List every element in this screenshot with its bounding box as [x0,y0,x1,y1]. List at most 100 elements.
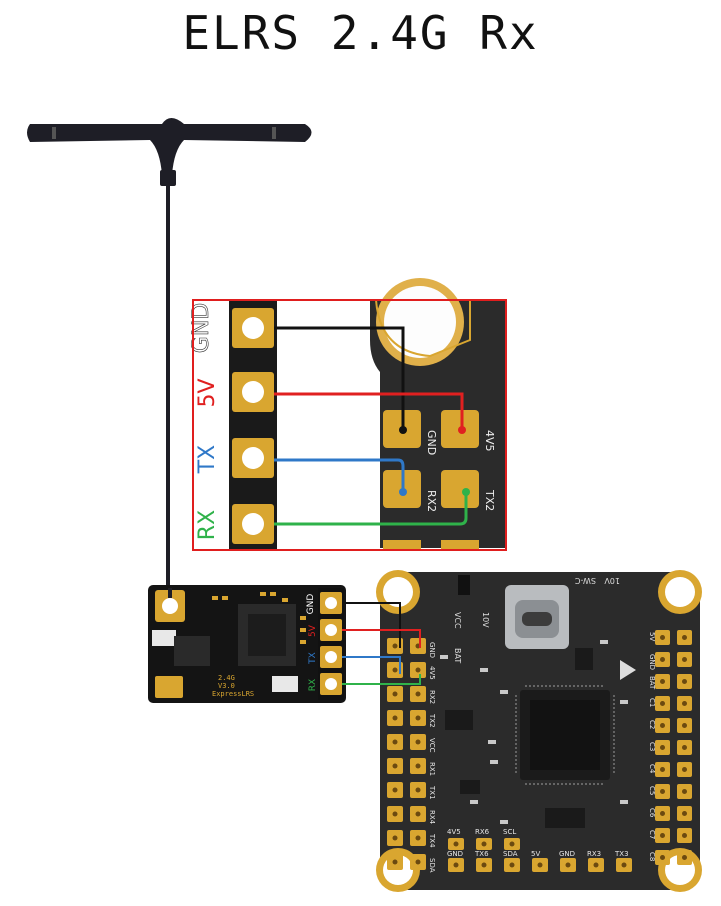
fc-bottom-pad-label-3: 5V [531,850,540,858]
receiver-silk-brand: ExpressLRS [212,690,254,698]
fc-left-pad-a-3-hole [392,715,398,721]
fc-right-pad-label-1: GND [648,654,656,670]
fc-right-pad-b-10-hole [682,855,687,860]
fc-left-pad-label-6: TX1 [428,785,436,800]
fc-right-pad-label-10: C8 [648,852,656,861]
fc-left-pad-a-4-hole [392,739,398,745]
fc-left-pad-label-4: VCC [428,738,436,753]
zoom-pad-tx2 [441,470,479,508]
fc-right-pad-b-8-hole [682,811,687,816]
fc-right-pad-label-2: BAT [648,676,656,690]
fc-right-pad-a-5-hole [660,745,665,750]
receiver-pin-label-5v: 5V [308,624,318,637]
fc-label-bat: BAT [453,648,462,663]
fc-left-pad-b-6-hole [415,787,421,793]
receiver-silk-version: V3.0 [218,682,235,690]
zoom-inset: GND 4V5 RX2 TX2 GND 5V TX RX [189,278,507,551]
fc-right-pad-a-1-hole [660,657,665,662]
fc-left-pad-b-8-hole [415,835,421,841]
fc-right-pad-b-0-hole [682,635,687,640]
wire-rx [342,674,421,685]
fc-right-pad-label-7: C5 [648,786,656,795]
zoom-rx-pad-tx [232,438,274,478]
fc-label-10v-left: 10V [481,612,490,628]
zoom-fc-label-rx2: RX2 [425,490,438,512]
fc-bottom-top-pad-label-0: 4V5 [447,828,461,836]
fc-bottom-pad-3-hole [537,862,543,868]
fc-left-pad-a-0-hole [392,643,398,649]
wire-5v [342,629,421,648]
fc-right-pad-b-9-hole [682,833,687,838]
fc-right-pad-b-4-hole [682,723,687,728]
main-wires [342,602,421,685]
fc-right-pad-a-9-hole [660,833,665,838]
fc-left-pad-a-5-hole [392,763,398,769]
fc-left-pad-label-0: GND [428,642,436,658]
fc-label-swc: SW-C [574,576,596,585]
fc-left-pad-b-9-hole [415,859,421,865]
fc-bottom-top-pad-label-2: SCL [503,828,516,836]
fc-right-pad-label-4: C2 [648,720,656,729]
fc-left-pad-label-2: RX2 [428,690,436,704]
wire-gnd [342,602,401,648]
zoom-wire-gnd [274,326,405,430]
fc-right-pad-label-9: C7 [648,830,656,839]
fc-right-pad-label-6: C4 [648,764,656,774]
fc-left-pad-label-7: RX4 [428,810,436,825]
fc-right-pad-b-6-hole [682,767,687,772]
zoom-rx-label-rx: RX [195,510,220,540]
fc-bottom-top-pad-label-1: RX6 [475,828,490,836]
zoom-rx-label-5v: 5V [195,378,220,407]
fc-right-pad-label-8: C6 [648,808,656,818]
fc-bottom-pad-label-1: TX6 [474,850,489,858]
fc-left-pad-b-7-hole [415,811,421,817]
fc-right-pad-label-3: C1 [648,698,656,707]
fc-bottom-pad-0-hole [453,862,459,868]
fc-right-pad-b-5-hole [682,745,687,750]
fc-right-pad-b-7-hole [682,789,687,794]
zoom-fc-label-4v5: 4V5 [483,430,496,452]
fc-right-pad-a-3-hole [660,701,665,706]
fc-right-pad-b-1-hole [682,657,687,662]
fc-bottom-pad-4-hole [565,862,571,868]
antenna [27,118,312,588]
receiver-pin-label-gnd: GND [306,594,316,615]
fc-left-pad-label-8: TX4 [428,833,436,848]
fc-bottom-pad-label-2: SDA [503,850,518,858]
fc-left-pad-b-5-hole [415,763,421,769]
fc-left-pad-b-1-hole [415,667,421,673]
zoom-fc-label-tx2: TX2 [483,489,496,511]
fc-bottom-pad-6-hole [621,862,627,868]
fc-left-pad-a-1-hole [392,667,398,673]
fc-bottom-pad-label-6: TX3 [614,850,629,858]
fc-left-pad-a-8-hole [392,835,398,841]
fc-right-pad-a-4-hole [660,723,665,728]
page-title: ELRS 2.4G Rx [182,6,539,60]
fc-right-pad-b-2-hole [682,679,687,684]
zoom-wire-5v [274,392,464,430]
fc-right-pad-b-3-hole [682,701,687,706]
fc-bottom-pad-label-4: GND [559,850,575,858]
receiver-pin-label-tx: TX [308,652,318,665]
fc-left-pad-a-9-hole [392,859,398,865]
fc-right-pad-a-8-hole [660,811,665,816]
fc-left-pad-label-1: 4V5 [428,666,436,680]
fc-left-pad-a-7-hole [392,811,398,817]
zoom-rx-pad-5v [232,372,274,412]
zoom-rx-pad-gnd [232,308,274,348]
fc-left-pad-label-9: SDA [428,858,436,873]
fc-left-pad-b-4-hole [415,739,421,745]
zoom-wire-tx [274,458,405,492]
fc-right-pad-a-7-hole [660,789,665,794]
fc-right-pad-a-0-hole [660,635,665,640]
receiver-pin-strip [318,588,344,700]
receiver-silk-freq: 2.4G [218,674,235,682]
zoom-rx-label-tx: TX [195,445,220,475]
fc-bottom-pad-label-5: RX3 [587,850,601,858]
fc-left-pad-a-2-hole [392,691,398,697]
zoom-rx-pad-rx [232,504,274,544]
fc-bottom-top-pad-1-hole [481,841,487,847]
fc-left-pad-label-3: TX2 [428,713,436,728]
